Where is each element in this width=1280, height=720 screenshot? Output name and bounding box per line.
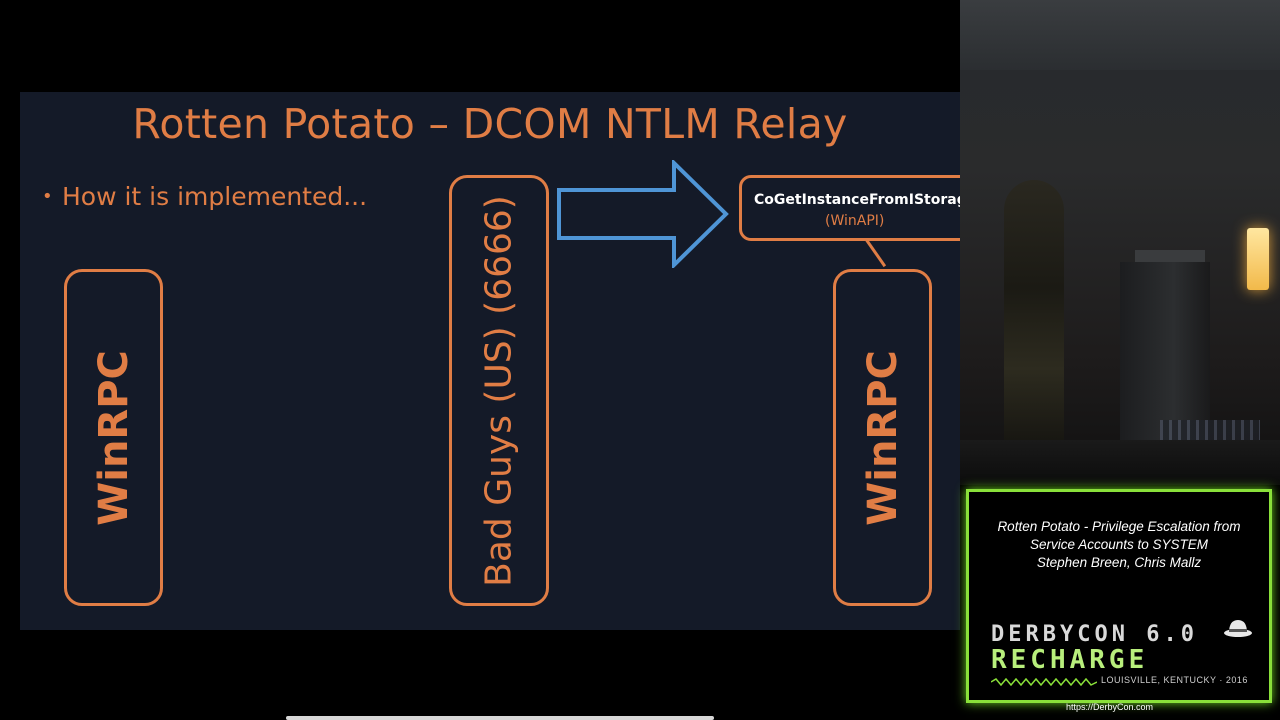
talk-title-line2: Service Accounts to SYSTEM bbox=[1029, 537, 1209, 552]
winrpc-right-box: WinRPC bbox=[833, 269, 932, 606]
winrpc-left-box: WinRPC bbox=[64, 269, 163, 606]
bad-guys-label: Bad Guys (US) (6666) bbox=[478, 194, 520, 587]
wall-lamp bbox=[1247, 228, 1269, 290]
talk-info-panel: Rotten Potato - Privilege Escalation fro… bbox=[966, 489, 1272, 703]
ceiling bbox=[960, 0, 1280, 70]
talk-info-text: Rotten Potato - Privilege Escalation fro… bbox=[969, 518, 1269, 572]
podium-top bbox=[1135, 250, 1205, 264]
location-year: LOUISVILLE, KENTUCKY · 2016 bbox=[1101, 675, 1248, 685]
speaker-camera-feed bbox=[960, 0, 1280, 485]
recharge-logo-text: RECHARGE bbox=[991, 645, 1149, 675]
winrpc-left-label: WinRPC bbox=[90, 349, 137, 526]
bowler-hat-icon bbox=[1224, 620, 1252, 637]
api-name: CoGetInstanceFromIStorage bbox=[754, 192, 977, 208]
talk-speakers: Stephen Breen, Chris Mallz bbox=[1036, 555, 1202, 570]
api-type: (WinAPI) bbox=[825, 213, 885, 229]
video-progress-bar[interactable] bbox=[286, 716, 714, 720]
right-arrow-icon bbox=[557, 160, 729, 268]
winrpc-right-label: WinRPC bbox=[859, 349, 906, 526]
slide-title: Rotten Potato – DCOM NTLM Relay bbox=[132, 100, 848, 148]
derbycon-logo-text: DERBYCON 6.0 bbox=[991, 622, 1198, 647]
api-box: CoGetInstanceFromIStorage (WinAPI) bbox=[739, 175, 979, 241]
bullet-text: How it is implemented... bbox=[62, 182, 368, 211]
bullet-dot-icon: • bbox=[42, 186, 53, 207]
waveform-icon bbox=[991, 678, 1097, 686]
slide-bullet: • How it is implemented... bbox=[42, 182, 367, 211]
stage-floor bbox=[960, 440, 1280, 485]
talk-title-line1: Rotten Potato - Privilege Escalation fro… bbox=[997, 519, 1241, 534]
speaker-figure bbox=[1004, 180, 1064, 450]
derbycon-url[interactable]: https://DerbyCon.com bbox=[1066, 702, 1154, 712]
bad-guys-box: Bad Guys (US) (6666) bbox=[449, 175, 549, 606]
